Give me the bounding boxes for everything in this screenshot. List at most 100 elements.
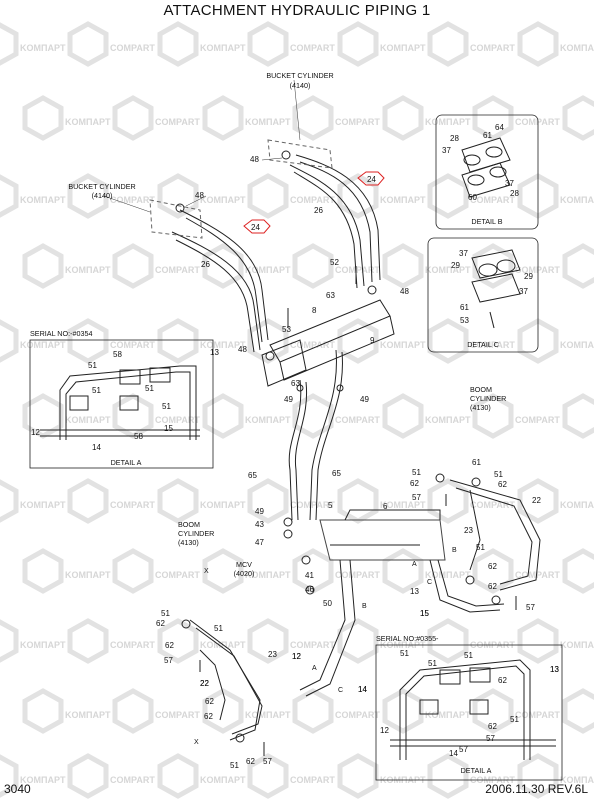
watermark-hex <box>22 95 64 141</box>
watermark-text: COMPART <box>290 340 335 350</box>
watermark-text: COMPART <box>290 195 335 205</box>
callout-50: 50 <box>323 599 332 608</box>
watermark-text: COMPART <box>515 415 560 425</box>
callout-26: 26 <box>314 206 323 215</box>
watermark-text: KOMПAPT <box>560 500 594 510</box>
watermark-hex <box>472 95 514 141</box>
watermark-hex <box>517 478 559 524</box>
detail-c-frame <box>427 237 539 353</box>
callout-52: 52 <box>330 258 339 267</box>
watermark-text: COMPART <box>110 340 155 350</box>
watermark-hex <box>382 688 424 734</box>
callout-28: 28 <box>450 134 459 143</box>
caption-serial-1: SERIAL NO:-#0354 <box>30 329 92 338</box>
callout-58: 58 <box>134 432 143 441</box>
highlight-markers <box>243 171 385 234</box>
watermark-hex <box>247 21 289 67</box>
detail-a1-frame <box>29 339 214 469</box>
caption-detail-a1: DETAIL A <box>111 458 142 467</box>
callout-37: 37 <box>505 179 514 188</box>
watermark-text: COMPART <box>155 710 200 720</box>
watermark-hex <box>562 548 594 594</box>
watermark-hex <box>202 548 244 594</box>
watermark-hex <box>472 243 514 289</box>
watermark-text: KOMПAPT <box>425 117 471 127</box>
callout-9: 9 <box>370 336 375 345</box>
watermark-hex <box>247 318 289 364</box>
callout-15: 15 <box>164 424 173 433</box>
callout-12: 12 <box>292 652 301 661</box>
callout-57: 57 <box>263 757 272 766</box>
watermark-text: COMPART <box>290 640 335 650</box>
watermark-hex <box>247 753 289 799</box>
watermark-hex <box>472 688 514 734</box>
callout-14: 14 <box>358 685 367 694</box>
watermark-text: KOMПAPT <box>20 43 66 53</box>
watermark-hex <box>112 688 154 734</box>
callout-8: 8 <box>312 306 317 315</box>
watermark-text: COMPART <box>155 117 200 127</box>
callout-51: 51 <box>92 386 101 395</box>
callout-51: 51 <box>494 470 503 479</box>
watermark-hex <box>247 478 289 524</box>
watermark-text: KOMПAPT <box>200 195 246 205</box>
callout-49: 49 <box>284 395 293 404</box>
watermark-hex <box>67 618 109 664</box>
caption-detail-c: DETAIL C <box>467 340 499 349</box>
watermark-hex <box>337 21 379 67</box>
watermark-hex <box>0 754 19 798</box>
watermark-hex <box>157 318 199 364</box>
callout-51: 51 <box>400 649 409 658</box>
watermark-hex <box>0 479 19 523</box>
callout-48: 48 <box>400 287 409 296</box>
page-number: 3040 <box>4 782 31 796</box>
callout-62: 62 <box>204 712 213 721</box>
callout-62: 62 <box>498 480 507 489</box>
watermark-text: COMPART <box>110 43 155 53</box>
caption-mcv-no: (4020) <box>234 569 255 578</box>
watermark-hex <box>157 21 199 67</box>
watermark-hex <box>337 753 379 799</box>
callout-29: 29 <box>524 272 533 281</box>
watermark-hex <box>427 753 469 799</box>
callout-37: 37 <box>519 287 528 296</box>
watermark-hex <box>112 243 154 289</box>
watermark-hex <box>22 688 64 734</box>
callout-23: 23 <box>464 526 473 535</box>
callout-53: 53 <box>282 325 291 334</box>
watermark-text: KOMПAPT <box>245 265 291 275</box>
caption-bucket-cylinder-top-no: (4140) <box>290 81 311 90</box>
caption-detail-a2: DETAIL A <box>461 766 492 775</box>
watermark-hex <box>67 21 109 67</box>
callout-62: 62 <box>205 697 214 706</box>
watermark-text: KOMПAPT <box>65 265 111 275</box>
watermark-text: COMPART <box>335 117 380 127</box>
callout-51: 51 <box>214 624 223 633</box>
watermark-text: KOMПAPT <box>560 340 594 350</box>
watermark-text: KOMПAPT <box>65 117 111 127</box>
callout-62: 62 <box>488 722 497 731</box>
section-letter-B: B <box>362 603 367 610</box>
callout-37: 37 <box>459 249 468 258</box>
watermark-hex <box>202 95 244 141</box>
callout-14: 14 <box>358 685 367 694</box>
watermark-hex <box>292 243 334 289</box>
callout-51: 51 <box>230 761 239 770</box>
watermark-text: KOMПAPT <box>425 415 471 425</box>
callout-62: 62 <box>165 641 174 650</box>
caption-serial-2: SERIAL NO:#0355- <box>376 634 439 643</box>
caption-bucket-cylinder-left-no: (4140) <box>92 191 113 200</box>
callout-48: 48 <box>238 345 247 354</box>
callout-26: 26 <box>201 260 210 269</box>
watermark-text: COMPART <box>110 500 155 510</box>
watermark-text: KOMПAPT <box>425 570 471 580</box>
watermark-hex <box>472 393 514 439</box>
callout-23: 23 <box>268 650 277 659</box>
watermark-text: KOMПAPT <box>20 340 66 350</box>
watermark-text: KOMПAPT <box>560 640 594 650</box>
callout-57: 57 <box>164 656 173 665</box>
watermark-text: KOMПAPT <box>560 195 594 205</box>
watermark-hex <box>337 618 379 664</box>
section-letter-A: A <box>412 561 417 568</box>
watermark-text: KOMПAPT <box>560 43 594 53</box>
